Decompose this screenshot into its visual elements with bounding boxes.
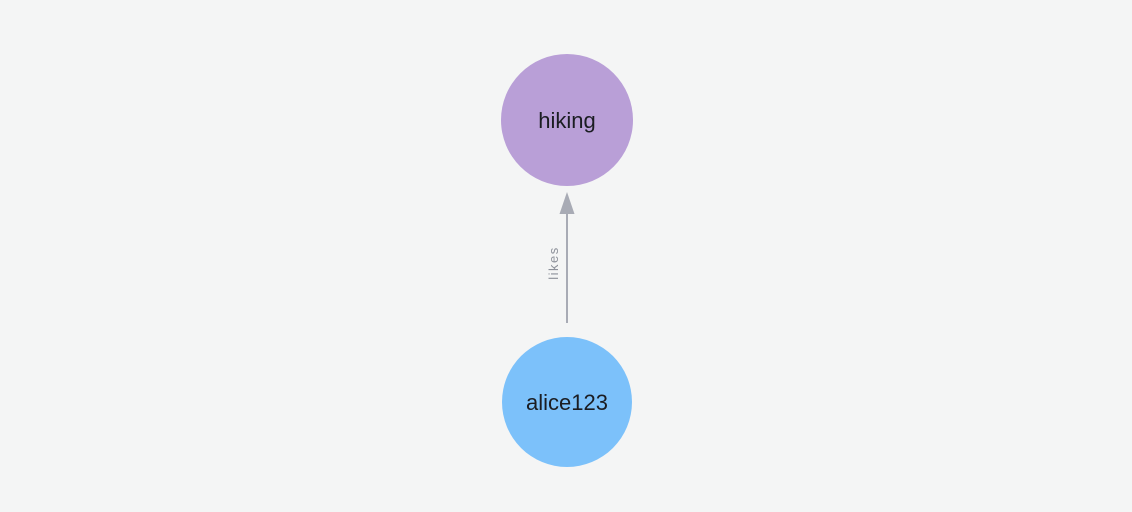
edge-likes-label[interactable]: likes: [546, 246, 561, 280]
node-alice123[interactable]: alice123: [502, 337, 632, 467]
node-hiking-circle[interactable]: [501, 54, 633, 186]
arrowhead-up-icon[interactable]: [559, 192, 575, 214]
node-alice123-label: alice123: [526, 390, 608, 415]
node-hiking[interactable]: hiking: [501, 54, 633, 186]
edge-likes[interactable]: likes: [546, 192, 575, 323]
node-hiking-label: hiking: [538, 108, 595, 133]
node-alice123-circle[interactable]: [502, 337, 632, 467]
